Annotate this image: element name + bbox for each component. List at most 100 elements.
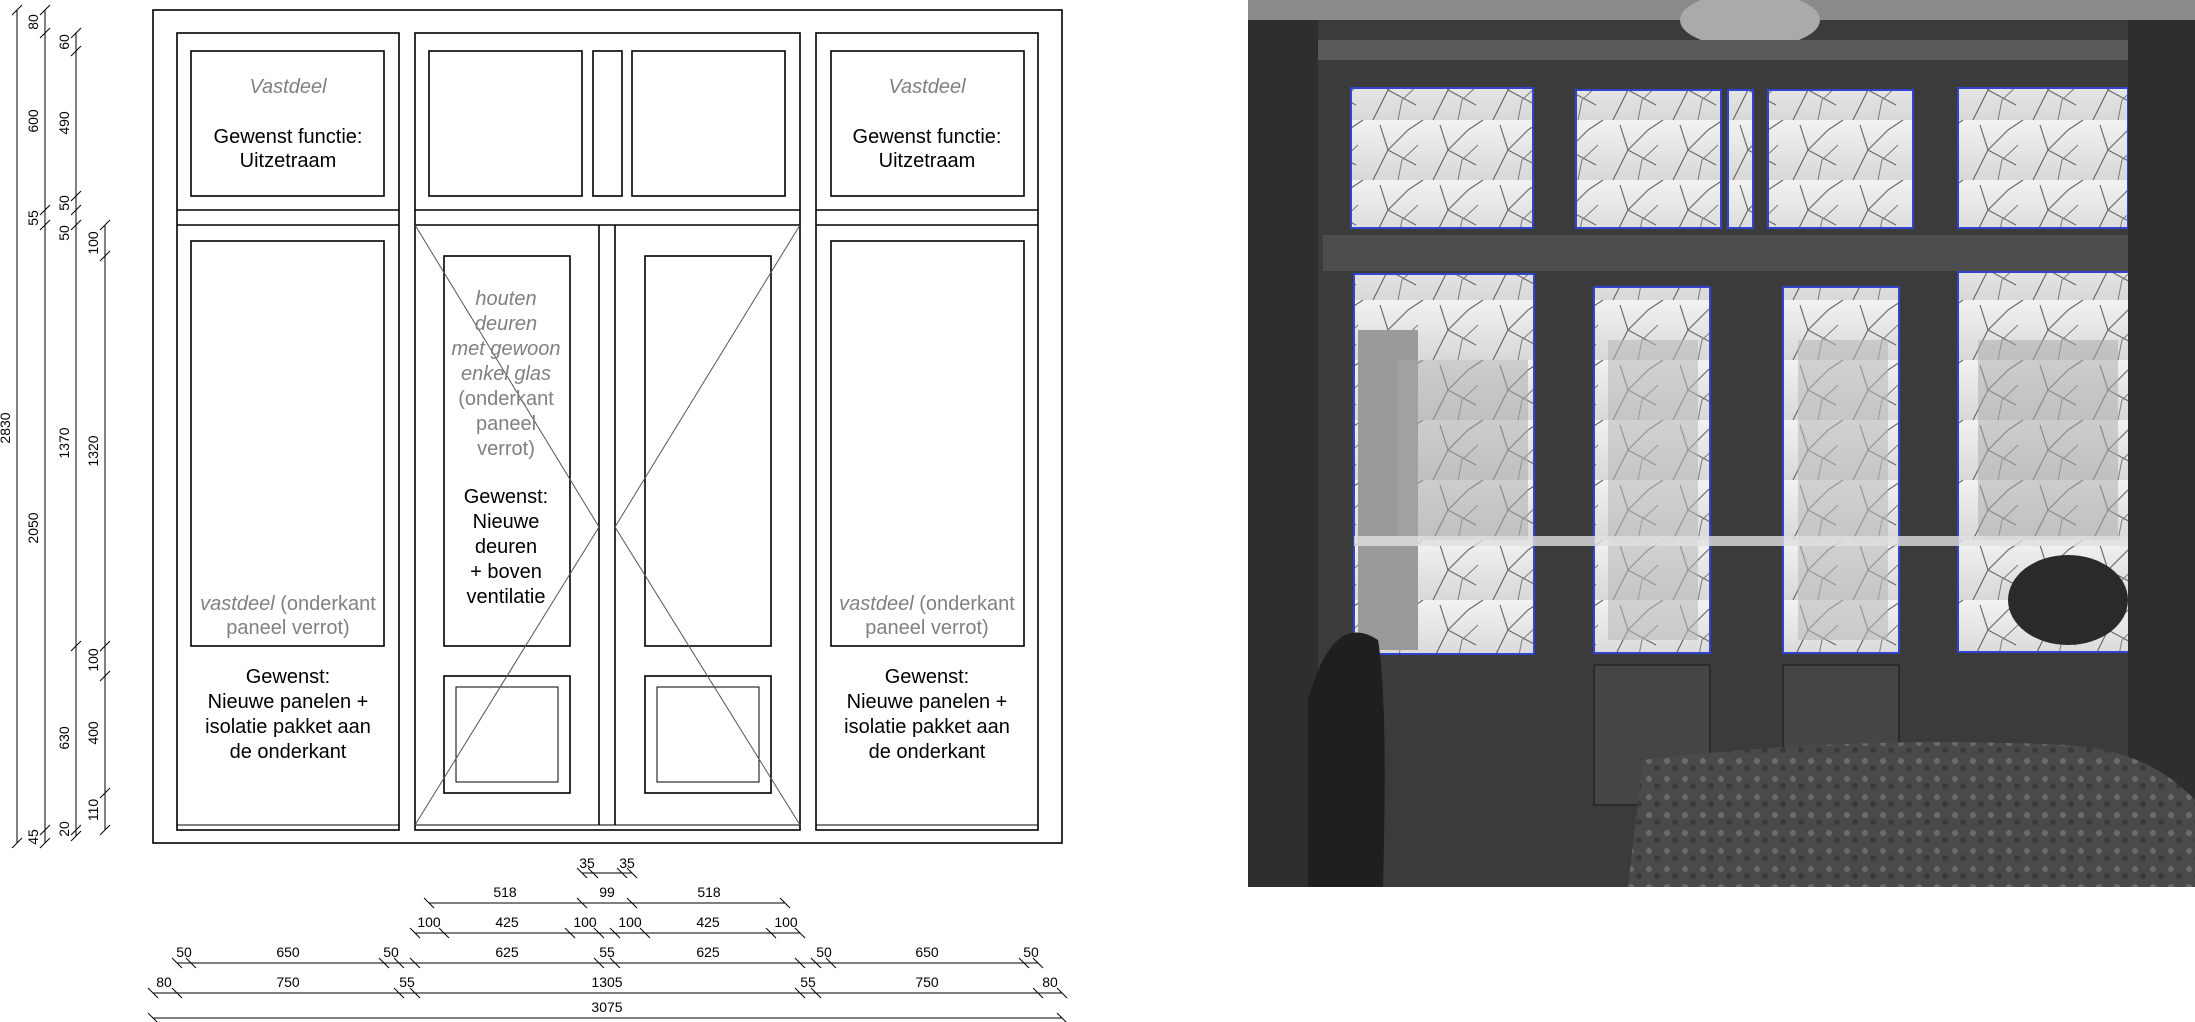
hdim-50c: 50 [816, 944, 832, 960]
vdim-1320: 1320 [85, 435, 101, 466]
right-door-opening-line [614, 224, 801, 528]
vdim-60: 60 [56, 34, 72, 50]
center-wish-3: deuren [475, 536, 537, 558]
hdim-750b: 750 [915, 974, 939, 990]
left-bottom-note: vastdeel (onderkant [200, 593, 376, 615]
center-door-column [414, 32, 801, 831]
hdim-80a: 80 [156, 974, 172, 990]
center-note-2: deuren [475, 313, 537, 335]
center-note-6: paneel [476, 413, 536, 435]
center-transom-left [428, 50, 583, 197]
right-wish-line1: Gewenst: [885, 666, 969, 688]
hdim-518b: 518 [697, 884, 721, 900]
vdim-100a: 100 [85, 231, 101, 255]
left-bottom-note-line2: paneel verrot) [226, 617, 349, 639]
hdim-625b: 625 [696, 944, 720, 960]
photo-transom-mid-left [1575, 89, 1722, 229]
vdim-2830: 2830 [0, 412, 13, 443]
right-door-glass [644, 255, 772, 647]
right-upper-pane [830, 50, 1025, 197]
right-lower-panel [830, 240, 1025, 647]
hdim-80b: 80 [1042, 974, 1058, 990]
vdim-100b: 100 [85, 648, 101, 672]
hdim-750a: 750 [276, 974, 300, 990]
hdim-100d: 100 [774, 914, 798, 930]
left-wish-line2: Nieuwe panelen + [208, 691, 369, 713]
vdim-45: 45 [25, 829, 41, 845]
window-photo [1248, 0, 2195, 887]
left-top-line2: Uitzetraam [240, 150, 337, 172]
center-wish-4: + boven [470, 561, 542, 583]
hdim-100b: 100 [573, 914, 597, 930]
hdim-100a: 100 [417, 914, 441, 930]
hdim-425b: 425 [696, 914, 720, 930]
center-note-1: houten [475, 288, 536, 310]
hdim-1305: 1305 [591, 974, 622, 990]
hdim-518a: 518 [493, 884, 517, 900]
photo-bed [1628, 742, 2195, 887]
left-door-glass [443, 255, 571, 647]
photo-transom-mid-right [1767, 89, 1914, 229]
hdim-55b: 55 [399, 974, 415, 990]
left-door-bottom-panel [443, 675, 571, 794]
center-transom-right [631, 50, 786, 197]
hdim-100c: 100 [618, 914, 642, 930]
center-transom-middle [592, 50, 623, 197]
right-top-line1: Gewenst functie: [853, 126, 1002, 148]
left-wish-line1: Gewenst: [246, 666, 330, 688]
hdim-50a: 50 [176, 944, 192, 960]
right-bottom-note-line2: paneel verrot) [865, 617, 988, 639]
hdim-50b: 50 [383, 944, 399, 960]
hdim-50d: 50 [1023, 944, 1039, 960]
right-wish-line2: Nieuwe panelen + [847, 691, 1008, 713]
hdim-55a: 55 [599, 944, 615, 960]
hdim-35a: 35 [579, 855, 595, 871]
horizontal-dimensions [147, 867, 1068, 1022]
right-top-line2: Uitzetraam [879, 150, 976, 172]
vdim-20: 20 [56, 821, 72, 837]
right-window-column [815, 32, 1039, 831]
vdim-490: 490 [56, 111, 72, 135]
center-note-3: met gewoon [452, 338, 561, 360]
photo-transom-right [1957, 87, 2129, 229]
center-wish-2: Nieuwe [473, 511, 540, 533]
left-window-column [176, 32, 400, 831]
center-note-7: verrot) [477, 438, 535, 460]
right-door-bottom-panel [644, 675, 772, 794]
technical-drawing: Vastdeel Gewenst functie: Uitzetraam vas… [0, 4, 1068, 1022]
hdim-425a: 425 [495, 914, 519, 930]
vdim-110: 110 [85, 799, 101, 822]
center-note-4: enkel glas [461, 363, 551, 385]
center-wish-5: ventilatie [467, 586, 546, 608]
hdim-650a: 650 [276, 944, 300, 960]
right-wish-line4: de onderkant [869, 741, 986, 763]
vdim-630: 630 [56, 726, 72, 750]
hdim-35b: 35 [619, 855, 635, 871]
left-upper-pane [190, 50, 385, 197]
left-top-title: Vastdeel [249, 76, 327, 98]
outer-frame [152, 9, 1063, 844]
right-top-title: Vastdeel [888, 76, 966, 98]
vdim-1370: 1370 [56, 427, 72, 458]
vdim-400: 400 [85, 721, 101, 745]
vdim-2050: 2050 [25, 512, 41, 543]
center-wish-1: Gewenst: [464, 486, 548, 508]
left-wish-line4: de onderkant [230, 741, 347, 763]
photo-transom-left [1350, 87, 1534, 229]
hdim-55c: 55 [800, 974, 816, 990]
center-note-5: (onderkant [458, 388, 554, 410]
right-wish-line3: isolatie pakket aan [844, 716, 1010, 738]
vdim-600: 600 [25, 109, 41, 133]
hdim-99: 99 [599, 884, 615, 900]
hdim-625a: 625 [495, 944, 519, 960]
vdim-50b: 50 [56, 225, 72, 241]
right-bottom-note: vastdeel (onderkant [839, 593, 1015, 615]
vdim-55: 55 [25, 210, 41, 226]
hdim-650b: 650 [915, 944, 939, 960]
left-top-line1: Gewenst functie: [214, 126, 363, 148]
vdim-80: 80 [25, 14, 41, 30]
vdim-50a: 50 [56, 195, 72, 211]
left-wish-line3: isolatie pakket aan [205, 716, 371, 738]
vertical-dimensions [11, 4, 111, 849]
left-lower-panel [190, 240, 385, 647]
